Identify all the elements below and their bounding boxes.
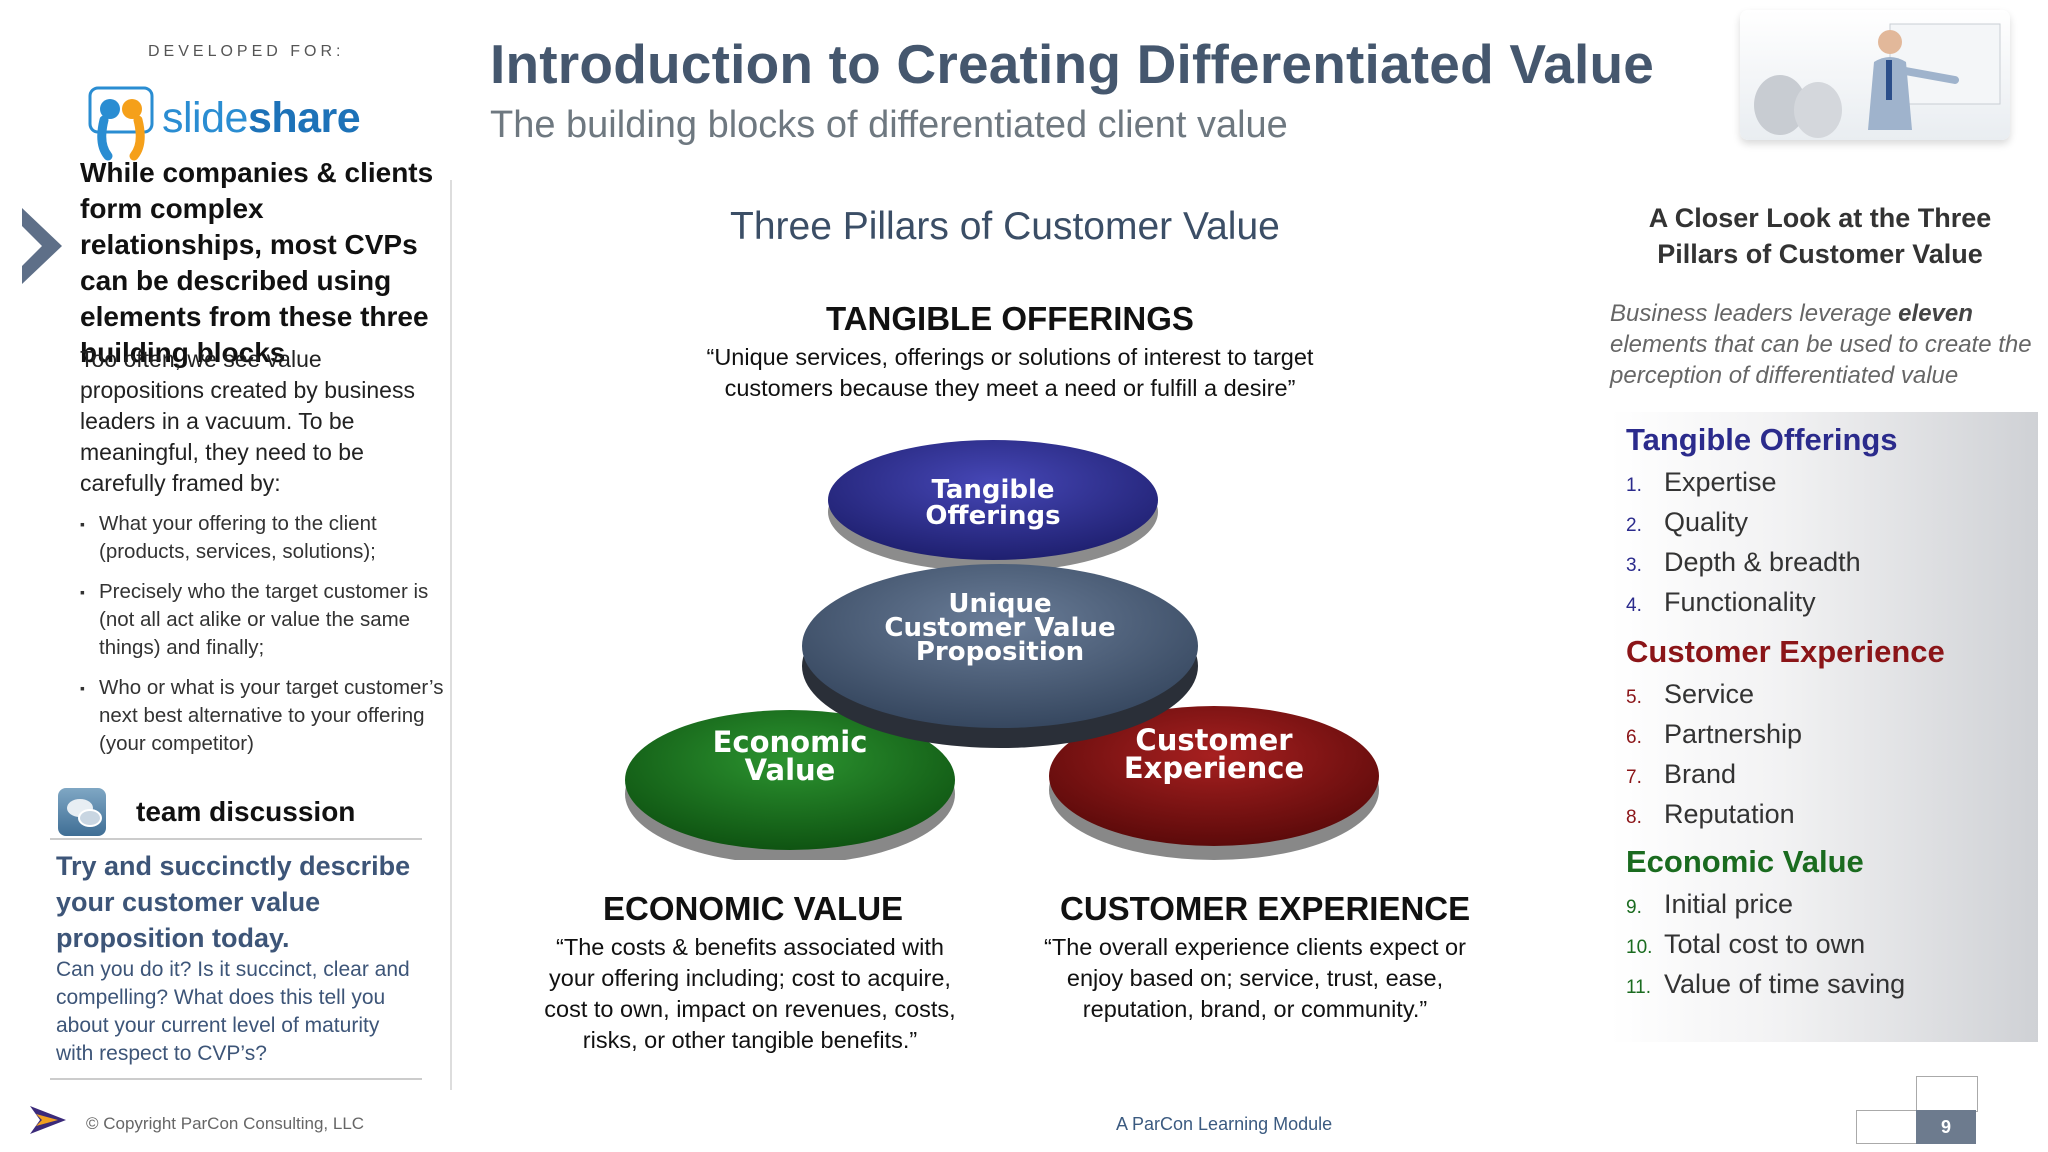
pillars-title: Three Pillars of Customer Value xyxy=(730,205,1280,248)
discussion-question: Try and succinctly describe your custome… xyxy=(56,851,411,953)
copyright-text: © Copyright ParCon Consulting, LLC xyxy=(86,1114,365,1133)
sidebar-headline: While companies & clients form complex r… xyxy=(80,157,434,368)
chevron-right-icon xyxy=(22,208,62,284)
category-customer-experience: Customer Experience xyxy=(1626,634,1945,669)
divider xyxy=(50,838,422,840)
list-item: 6.Partnership xyxy=(1626,719,1803,749)
list-item: 11.Value of time saving xyxy=(1626,969,1906,999)
column-divider xyxy=(450,180,452,1090)
list-item: 10.Total cost to own xyxy=(1626,929,1866,959)
closer-look-heading: A Closer Look at the Three Pillars of Cu… xyxy=(1648,203,1992,269)
team-discussion-label: team discussion xyxy=(136,796,356,827)
list-item: 5.Service xyxy=(1626,679,1755,709)
customer-experience-heading: CUSTOMER EXPERIENCE xyxy=(1060,890,1471,927)
list-item: 2.Quality xyxy=(1626,507,1749,537)
economic-value-heading: ECONOMIC VALUE xyxy=(603,890,904,927)
list-item: 8.Reputation xyxy=(1626,799,1795,829)
customer-experience-list: 5.Service 6.Partnership 7.Brand 8.Reputa… xyxy=(1626,676,1802,836)
page-frame xyxy=(1916,1076,1978,1112)
list-item: 7.Brand xyxy=(1626,759,1737,789)
sidebar-intro: Too often, we see value propositions cre… xyxy=(80,346,415,496)
slideshare-logo xyxy=(88,86,154,161)
disc-label: Unique xyxy=(948,589,1051,619)
slideshare-wordmark: slideshare xyxy=(162,94,361,142)
list-item: What your offering to the client (produc… xyxy=(80,510,450,566)
page-number: 9 xyxy=(1916,1110,1976,1144)
list-item: 9.Initial price xyxy=(1626,889,1794,919)
economic-value-disc: Economic Value xyxy=(625,710,955,860)
tangible-offerings-quote: “Unique services, offerings or solutions… xyxy=(706,344,1314,401)
category-tangible-offerings: Tangible Offerings xyxy=(1626,422,1898,457)
customer-experience-quote: “The overall experience clients expect o… xyxy=(1044,934,1466,1022)
page-subtitle: The building blocks of differentiated cl… xyxy=(490,104,1288,146)
disc-label: Value xyxy=(745,753,836,787)
list-item: 4.Functionality xyxy=(1626,587,1816,617)
customer-experience-disc: Customer Experience xyxy=(1049,706,1379,860)
list-item: Who or what is your target customer’s ne… xyxy=(80,674,450,758)
economic-value-quote: “The costs & benefits associated with yo… xyxy=(544,934,956,1053)
tangible-offerings-disc: Tangible Offerings xyxy=(828,440,1158,572)
module-label: A ParCon Learning Module xyxy=(1116,1114,1333,1134)
unique-cvp-disc: Unique Customer Value Proposition xyxy=(802,564,1198,748)
page-title: Introduction to Creating Differentiated … xyxy=(490,33,1655,95)
value-elements-panel: Tangible Offerings 1.Expertise 2.Quality… xyxy=(1610,412,2038,1042)
list-item: 1.Expertise xyxy=(1626,467,1777,497)
tangible-offerings-heading: TANGIBLE OFFERINGS xyxy=(826,300,1194,337)
framing-bullet-list: What your offering to the client (produc… xyxy=(80,510,450,770)
chat-bubbles-icon xyxy=(58,788,106,836)
disc-label: Experience xyxy=(1124,751,1304,785)
disc-label: Customer xyxy=(1135,723,1293,757)
disc-label: Offerings xyxy=(925,501,1060,531)
developed-for-label: DEVELOPED FOR: xyxy=(148,43,345,60)
presenter-photo xyxy=(1740,10,2010,140)
disc-label: Tangible xyxy=(931,475,1054,505)
disc-label: Customer Value xyxy=(884,613,1115,643)
parcon-logo-icon xyxy=(30,1106,66,1134)
disc-label: Economic xyxy=(713,725,868,759)
discussion-prompt: Can you do it? Is it succinct, clear and… xyxy=(56,958,410,1065)
list-item: 3.Depth & breadth xyxy=(1626,547,1861,577)
disc-label: Proposition xyxy=(916,637,1084,667)
closer-look-subtext: Business leaders leverage eleven element… xyxy=(1610,300,2032,389)
page-frame xyxy=(1856,1110,1918,1144)
economic-value-list: 9.Initial price 10.Total cost to own 11.… xyxy=(1626,886,1905,1006)
list-item: Precisely who the target customer is (no… xyxy=(80,578,450,662)
three-pillars-diagram: Tangible Offerings Economic Value Custom… xyxy=(625,440,1379,860)
category-economic-value: Economic Value xyxy=(1626,844,1864,879)
divider xyxy=(50,1078,422,1080)
tangible-offerings-list: 1.Expertise 2.Quality 3.Depth & breadth … xyxy=(1626,464,1861,624)
